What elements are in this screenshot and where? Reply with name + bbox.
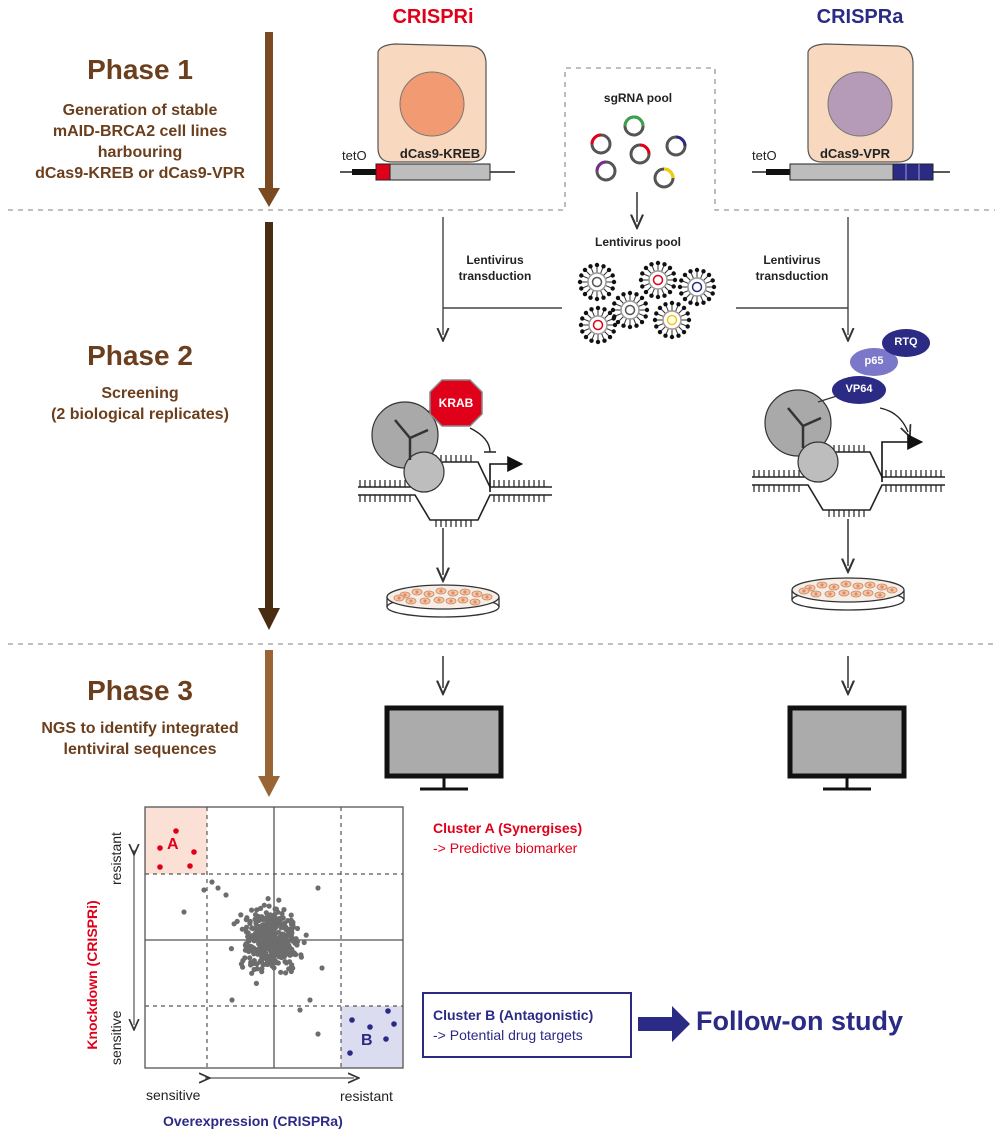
- scatter-x-right-label: resistant: [340, 1088, 393, 1104]
- crispri-header: CRISPRi: [392, 6, 474, 28]
- scatter-y-bottom-label: sensitive: [108, 1010, 124, 1065]
- monitor-left: [384, 705, 504, 791]
- region-a-label: A: [167, 836, 179, 853]
- cluster-a-text: Cluster A (Synergises) -> Predictive bio…: [433, 820, 583, 856]
- crispri-complex: [358, 379, 552, 527]
- dish-right: [791, 577, 905, 611]
- cell-right: [807, 43, 914, 163]
- transduction-lines: [443, 217, 848, 335]
- cluster-b-box: [422, 992, 632, 1058]
- phase-3-title: Phase 3: [87, 675, 193, 706]
- construct-left: [340, 163, 515, 181]
- phase-separators: [8, 67, 995, 645]
- region-b-label: B: [361, 1032, 373, 1049]
- p65-label: p65: [864, 355, 884, 367]
- cell-left: [377, 43, 487, 163]
- phase-2-title: Phase 2: [87, 340, 193, 371]
- lentivirus-pool-label: Lentivirus pool: [594, 235, 681, 249]
- krab-label: KRAB: [438, 396, 474, 410]
- dish-left: [386, 584, 500, 618]
- tetO-left-label: tetO: [342, 148, 367, 163]
- construct-right: [752, 163, 950, 181]
- phase-1-title: Phase 1: [87, 54, 193, 85]
- sgrna-plasmids: [590, 115, 687, 189]
- sgrna-pool-label: sgRNA pool: [603, 91, 673, 105]
- phase-2-desc: Screening (2 biological replicates): [51, 385, 229, 423]
- follow-on-arrow: [638, 1006, 690, 1042]
- follow-on-study: Follow-on study: [696, 1006, 903, 1036]
- dcas9-vpr-label: dCas9-VPR: [819, 146, 891, 161]
- dcas9-kreb-label: dCas9-KREB: [399, 146, 481, 161]
- transduction-left-label: Lentivirus transduction: [458, 253, 532, 283]
- scatter-x-title: Overexpression (CRISPRa): [163, 1113, 343, 1129]
- phase-arrows: [258, 32, 280, 797]
- scatter-y-top-label: resistant: [108, 832, 124, 885]
- scatter-plot: [134, 806, 404, 1078]
- scatter-x-left-label: sensitive: [146, 1087, 201, 1103]
- vp64-label: VP64: [845, 383, 873, 395]
- lentivirus-particles: [577, 260, 717, 345]
- cluster-b-text: Cluster B (Antagonistic) -> Potential dr…: [433, 1007, 594, 1043]
- crispra-complex: [752, 329, 945, 517]
- phase-1-desc: Generation of stable mAID-BRCA2 cell lin…: [35, 102, 245, 182]
- rtq-label: RTQ: [894, 336, 918, 348]
- tetO-right-label: tetO: [752, 148, 777, 163]
- crispra-header: CRISPRa: [816, 6, 904, 28]
- scatter-y-title: Knockdown (CRISPRi): [84, 900, 100, 1050]
- monitor-right: [787, 705, 907, 791]
- transduction-right-label: Lentivirus transduction: [755, 253, 829, 283]
- phase-3-desc: NGS to identify integrated lentiviral se…: [41, 720, 239, 758]
